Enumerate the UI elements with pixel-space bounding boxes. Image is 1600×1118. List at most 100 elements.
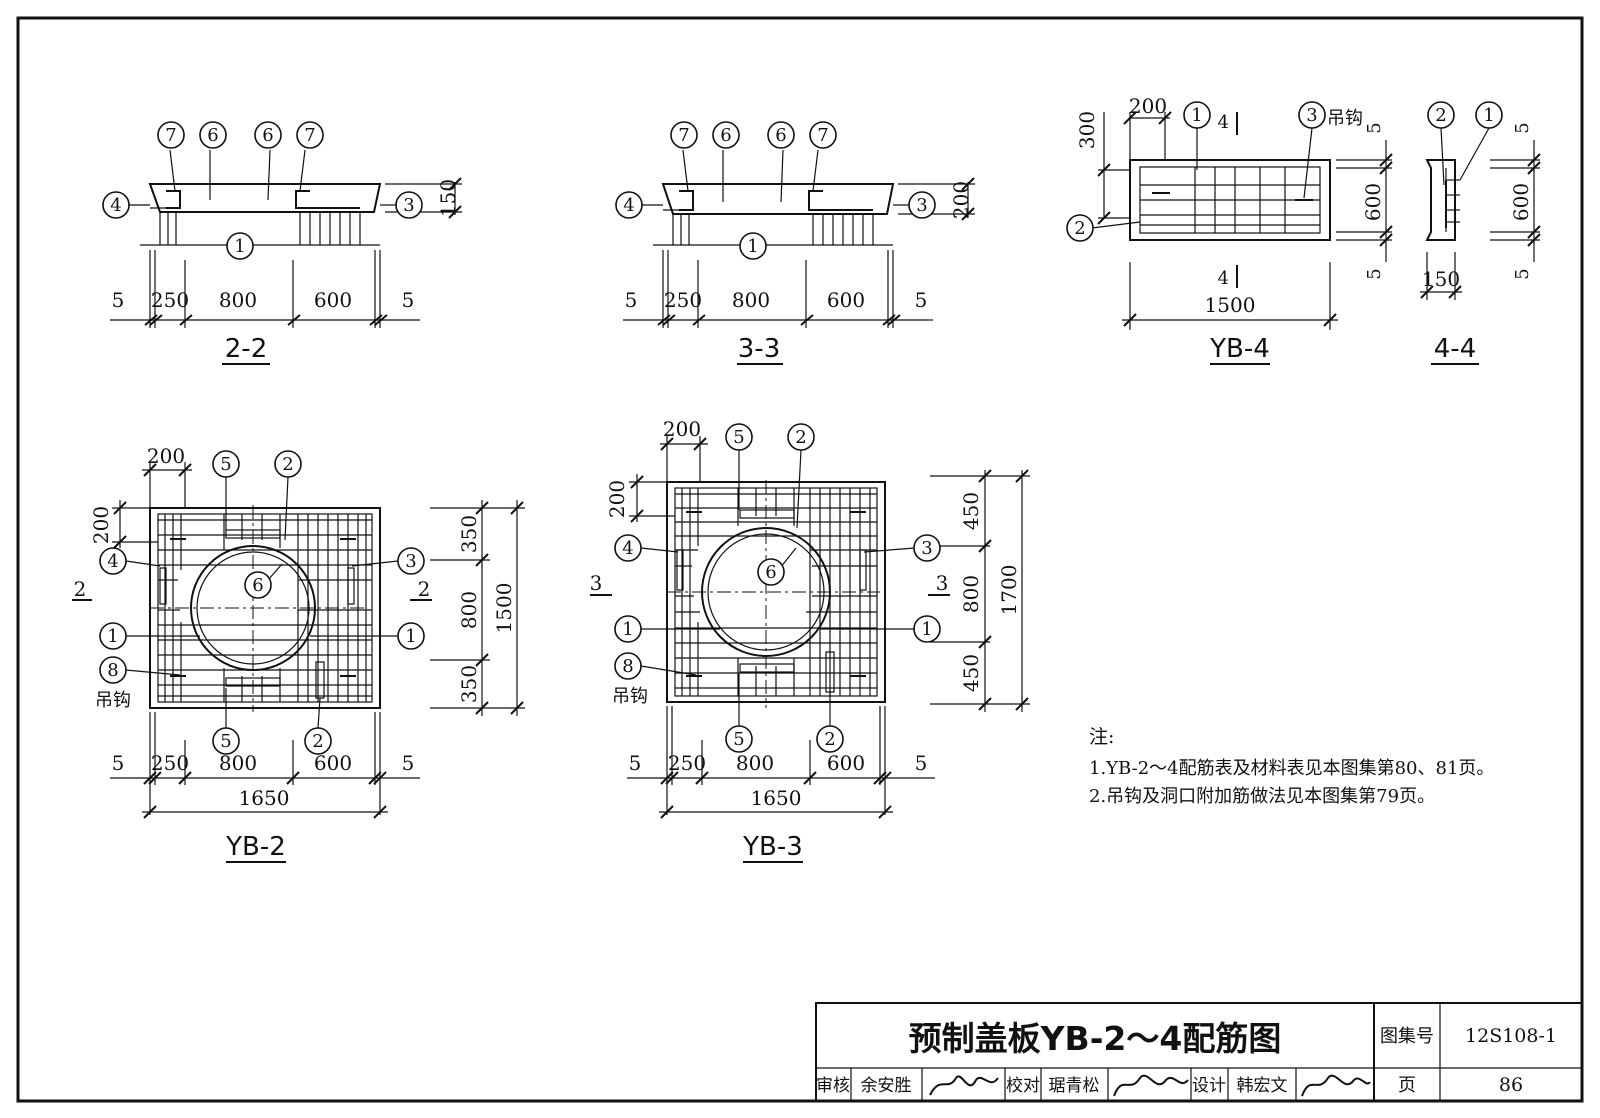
mark-2: 2 [1435, 105, 1446, 126]
dim-800: 800 [736, 751, 774, 775]
mark-2: 2 [795, 427, 806, 448]
design-label: 设计 [1192, 1076, 1226, 1096]
note-2: 2.吊钩及洞口附加筋做法见本图集第79页。 [1089, 786, 1435, 807]
slab-outline [1425, 159, 1456, 241]
dim-1700: 1700 [997, 565, 1021, 616]
dim-600: 600 [1509, 183, 1533, 221]
dim-5-left: 5 [112, 751, 125, 775]
rebar-lines [663, 149, 874, 245]
dim-800: 800 [457, 591, 481, 629]
dimension-lines [1098, 112, 1392, 330]
notes-block: 注: 1.YB-2～4配筋表及材料表见本图集第80、81页。 2.吊钩及洞口附加… [1089, 726, 1494, 807]
reviewer-signature [929, 1075, 999, 1096]
dim-450-bottom: 450 [959, 654, 983, 692]
dim-200-left: 200 [89, 506, 113, 544]
mark-6: 6 [252, 575, 263, 596]
mark-1: 1 [1191, 105, 1202, 126]
mark-3: 3 [916, 195, 927, 216]
dimension-lines [110, 182, 462, 328]
mark-8: 8 [622, 656, 633, 677]
mark-4: 4 [110, 195, 121, 216]
dim-600: 600 [314, 288, 352, 312]
dim-5-bottom: 5 [1512, 268, 1533, 279]
mark-3: 3 [403, 195, 414, 216]
dim-600: 600 [827, 288, 865, 312]
view-title: YB-3 [742, 832, 803, 862]
height-dimension: 200 [949, 181, 973, 219]
mark-6: 6 [207, 125, 218, 146]
rebar-mark-bubbles: 1 3 2 [1066, 101, 1326, 242]
section-mark-right: 2 [418, 577, 431, 601]
mark-4: 4 [107, 551, 118, 572]
mark-7: 7 [304, 125, 315, 146]
dim-5-top: 5 [1364, 122, 1385, 133]
rebar-mark-bubbles: 7 6 6 7 4 3 1 [102, 121, 423, 260]
rebar-grid [1140, 167, 1320, 233]
mark-5: 5 [733, 427, 744, 448]
mark-5: 5 [220, 731, 231, 752]
hooks-and-added-bars [159, 529, 356, 699]
dim-1500: 1500 [492, 583, 516, 634]
dim-250: 250 [151, 288, 189, 312]
mark-7: 7 [165, 125, 176, 146]
check-label: 校对 [1006, 1076, 1040, 1096]
mark-3: 3 [921, 538, 932, 559]
section-mark-left: 3 [590, 571, 603, 595]
view-title: YB-2 [225, 832, 286, 862]
section-mark-top: 4 [1218, 112, 1229, 133]
rebar-mark-bubbles: 5 2 4 3 6 1 1 8 5 2 [99, 450, 425, 755]
hook-label: 吊钩 [1327, 108, 1363, 129]
dim-200: 200 [1129, 94, 1167, 118]
hooks-and-added-bars [676, 509, 867, 693]
slab-outline [148, 183, 382, 213]
reviewer-name: 余安胜 [861, 1076, 912, 1096]
dim-5-left: 5 [629, 751, 642, 775]
dim-150: 150 [1422, 267, 1460, 291]
section-3-3: 200 5 250 800 600 5 7 6 6 7 4 3 1 3-3 [615, 121, 975, 365]
dim-5-top: 5 [1512, 122, 1533, 133]
page-number: 86 [1499, 1074, 1523, 1096]
slab-outline [661, 183, 895, 215]
dim-5-right: 5 [402, 288, 415, 312]
dim-800: 800 [959, 575, 983, 613]
mark-6: 6 [775, 125, 786, 146]
dim-350-bottom: 350 [457, 665, 481, 703]
dim-450-top: 450 [959, 492, 983, 530]
mark-8: 8 [107, 660, 118, 681]
dim-5-right: 5 [402, 751, 415, 775]
sheet-border [16, 16, 1584, 1103]
mark-5: 5 [220, 454, 231, 475]
hook-label: 吊钩 [95, 690, 131, 711]
title-block: 预制盖板YB-2～4配筋图 图集号 12S108-1 页 86 审核 余安胜 校… [815, 1002, 1583, 1102]
drawing-title: 预制盖板YB-2～4配筋图 [909, 1019, 1282, 1058]
mark-7: 7 [817, 125, 828, 146]
dim-800: 800 [219, 288, 257, 312]
mark-4: 4 [623, 195, 634, 216]
dim-5-right: 5 [915, 751, 928, 775]
plan-yb-2: 200 200 350 800 350 1500 5 250 800 600 5… [72, 444, 525, 863]
mark-2: 2 [312, 731, 323, 752]
plan-yb-3: 200 200 450 800 450 1700 5 250 800 600 5… [590, 417, 1030, 863]
section-2-2: 150 5 250 800 600 5 7 6 6 7 4 3 1 2-2 [102, 121, 462, 365]
mark-3: 3 [405, 551, 416, 572]
view-title: 3-3 [738, 334, 780, 364]
mark-7: 7 [678, 125, 689, 146]
dim-800: 800 [732, 288, 770, 312]
rebar-lines [1445, 168, 1460, 232]
mark-1: 1 [1483, 105, 1494, 126]
mark-1: 1 [622, 619, 633, 640]
dim-5-right: 5 [915, 288, 928, 312]
dimension-lines [623, 182, 975, 328]
mark-2: 2 [824, 729, 835, 750]
section-4-4: 5 600 5 150 2 1 4-4 [1420, 101, 1541, 365]
page-label: 页 [1398, 1075, 1416, 1096]
checker-signature [1113, 1074, 1189, 1097]
dim-600: 600 [1361, 183, 1385, 221]
rebar-grid [158, 514, 372, 702]
dim-300: 300 [1075, 111, 1099, 149]
mark-1: 1 [747, 236, 758, 257]
atlas-number: 12S108-1 [1465, 1025, 1557, 1047]
dim-600: 600 [314, 751, 352, 775]
hook-label: 吊钩 [612, 686, 648, 707]
dim-1650: 1650 [239, 786, 290, 810]
